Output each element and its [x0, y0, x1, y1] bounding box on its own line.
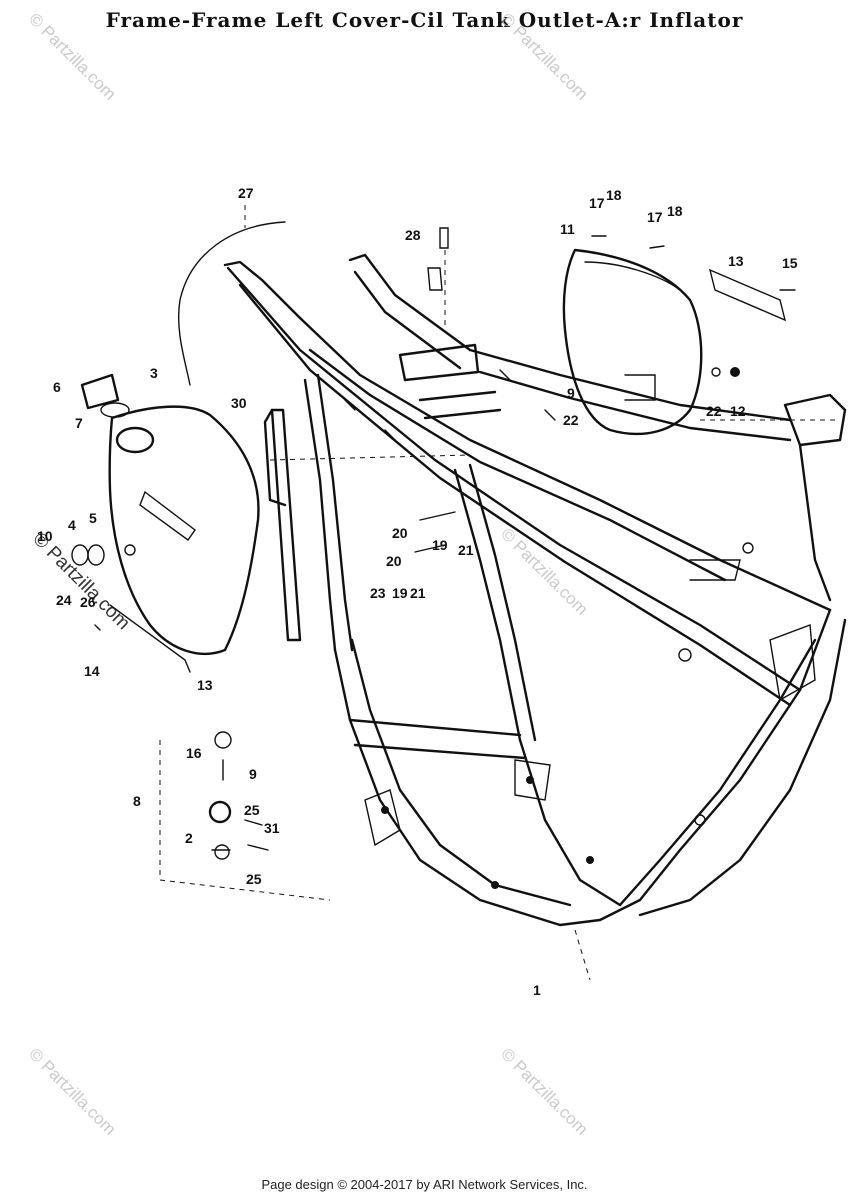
callout-20: 20	[392, 525, 408, 541]
callout-25: 25	[246, 871, 262, 887]
callout-11: 11	[560, 221, 575, 237]
callout-14: 14	[84, 663, 100, 679]
callout-16: 16	[186, 745, 202, 761]
callout-26: 26	[80, 594, 96, 610]
callout-17: 17	[589, 195, 605, 211]
callout-13: 13	[728, 253, 744, 269]
callout-9: 9	[567, 385, 575, 401]
fittings-drawing	[208, 511, 456, 860]
callout-8: 8	[133, 793, 141, 809]
callout-labels: 27 28 17 18 11 17 18 13 15 3 6 7 30 9 22…	[37, 185, 798, 998]
callout-10: 10	[37, 528, 53, 544]
callout-18: 18	[667, 203, 683, 219]
callout-18: 18	[606, 187, 622, 203]
callout-12: 12	[730, 403, 746, 419]
callout-28: 28	[405, 227, 421, 243]
watermark: © Partzilla.com	[25, 9, 119, 103]
callout-1: 1	[533, 982, 541, 998]
callout-31: 31	[264, 820, 280, 836]
callout-7: 7	[75, 415, 83, 431]
callout-23: 23	[370, 585, 386, 601]
callout-21: 21	[458, 542, 474, 558]
frame-drawing	[159, 205, 847, 981]
watermark: © Partzilla.com	[497, 524, 591, 618]
left-cover-drawing	[427, 227, 796, 436]
callout-19: 19	[432, 537, 448, 553]
callout-15: 15	[782, 255, 798, 271]
callout-30: 30	[231, 395, 247, 411]
oil-tank-drawing	[71, 221, 302, 673]
callout-25: 25	[244, 802, 260, 818]
watermarks: © Partzilla.com © Partzilla.com © Partzi…	[25, 9, 591, 1138]
watermark: © Partzilla.com	[497, 9, 591, 103]
page-footer: Page design © 2004-2017 by ARI Network S…	[261, 1177, 588, 1192]
callout-27: 27	[238, 185, 254, 201]
watermark: © Partzilla.com	[25, 1044, 119, 1138]
callout-6: 6	[53, 379, 61, 395]
watermark: © Partzilla.com	[497, 1044, 591, 1138]
callout-20: 20	[386, 553, 402, 569]
callout-13: 13	[197, 677, 213, 693]
callout-3: 3	[150, 365, 158, 381]
callout-5: 5	[89, 510, 97, 526]
callout-22: 22	[563, 412, 579, 428]
callout-9: 9	[249, 766, 257, 782]
callout-21: 21	[410, 585, 426, 601]
diagram-title: Frame-Frame Left Cover-Cil Tank Outlet-A…	[105, 8, 744, 32]
callout-2: 2	[185, 830, 193, 846]
callout-19: 19	[392, 585, 408, 601]
callout-24: 24	[56, 592, 72, 608]
callout-22: 22	[706, 403, 722, 419]
callout-4: 4	[68, 517, 76, 533]
callout-17: 17	[647, 209, 663, 225]
